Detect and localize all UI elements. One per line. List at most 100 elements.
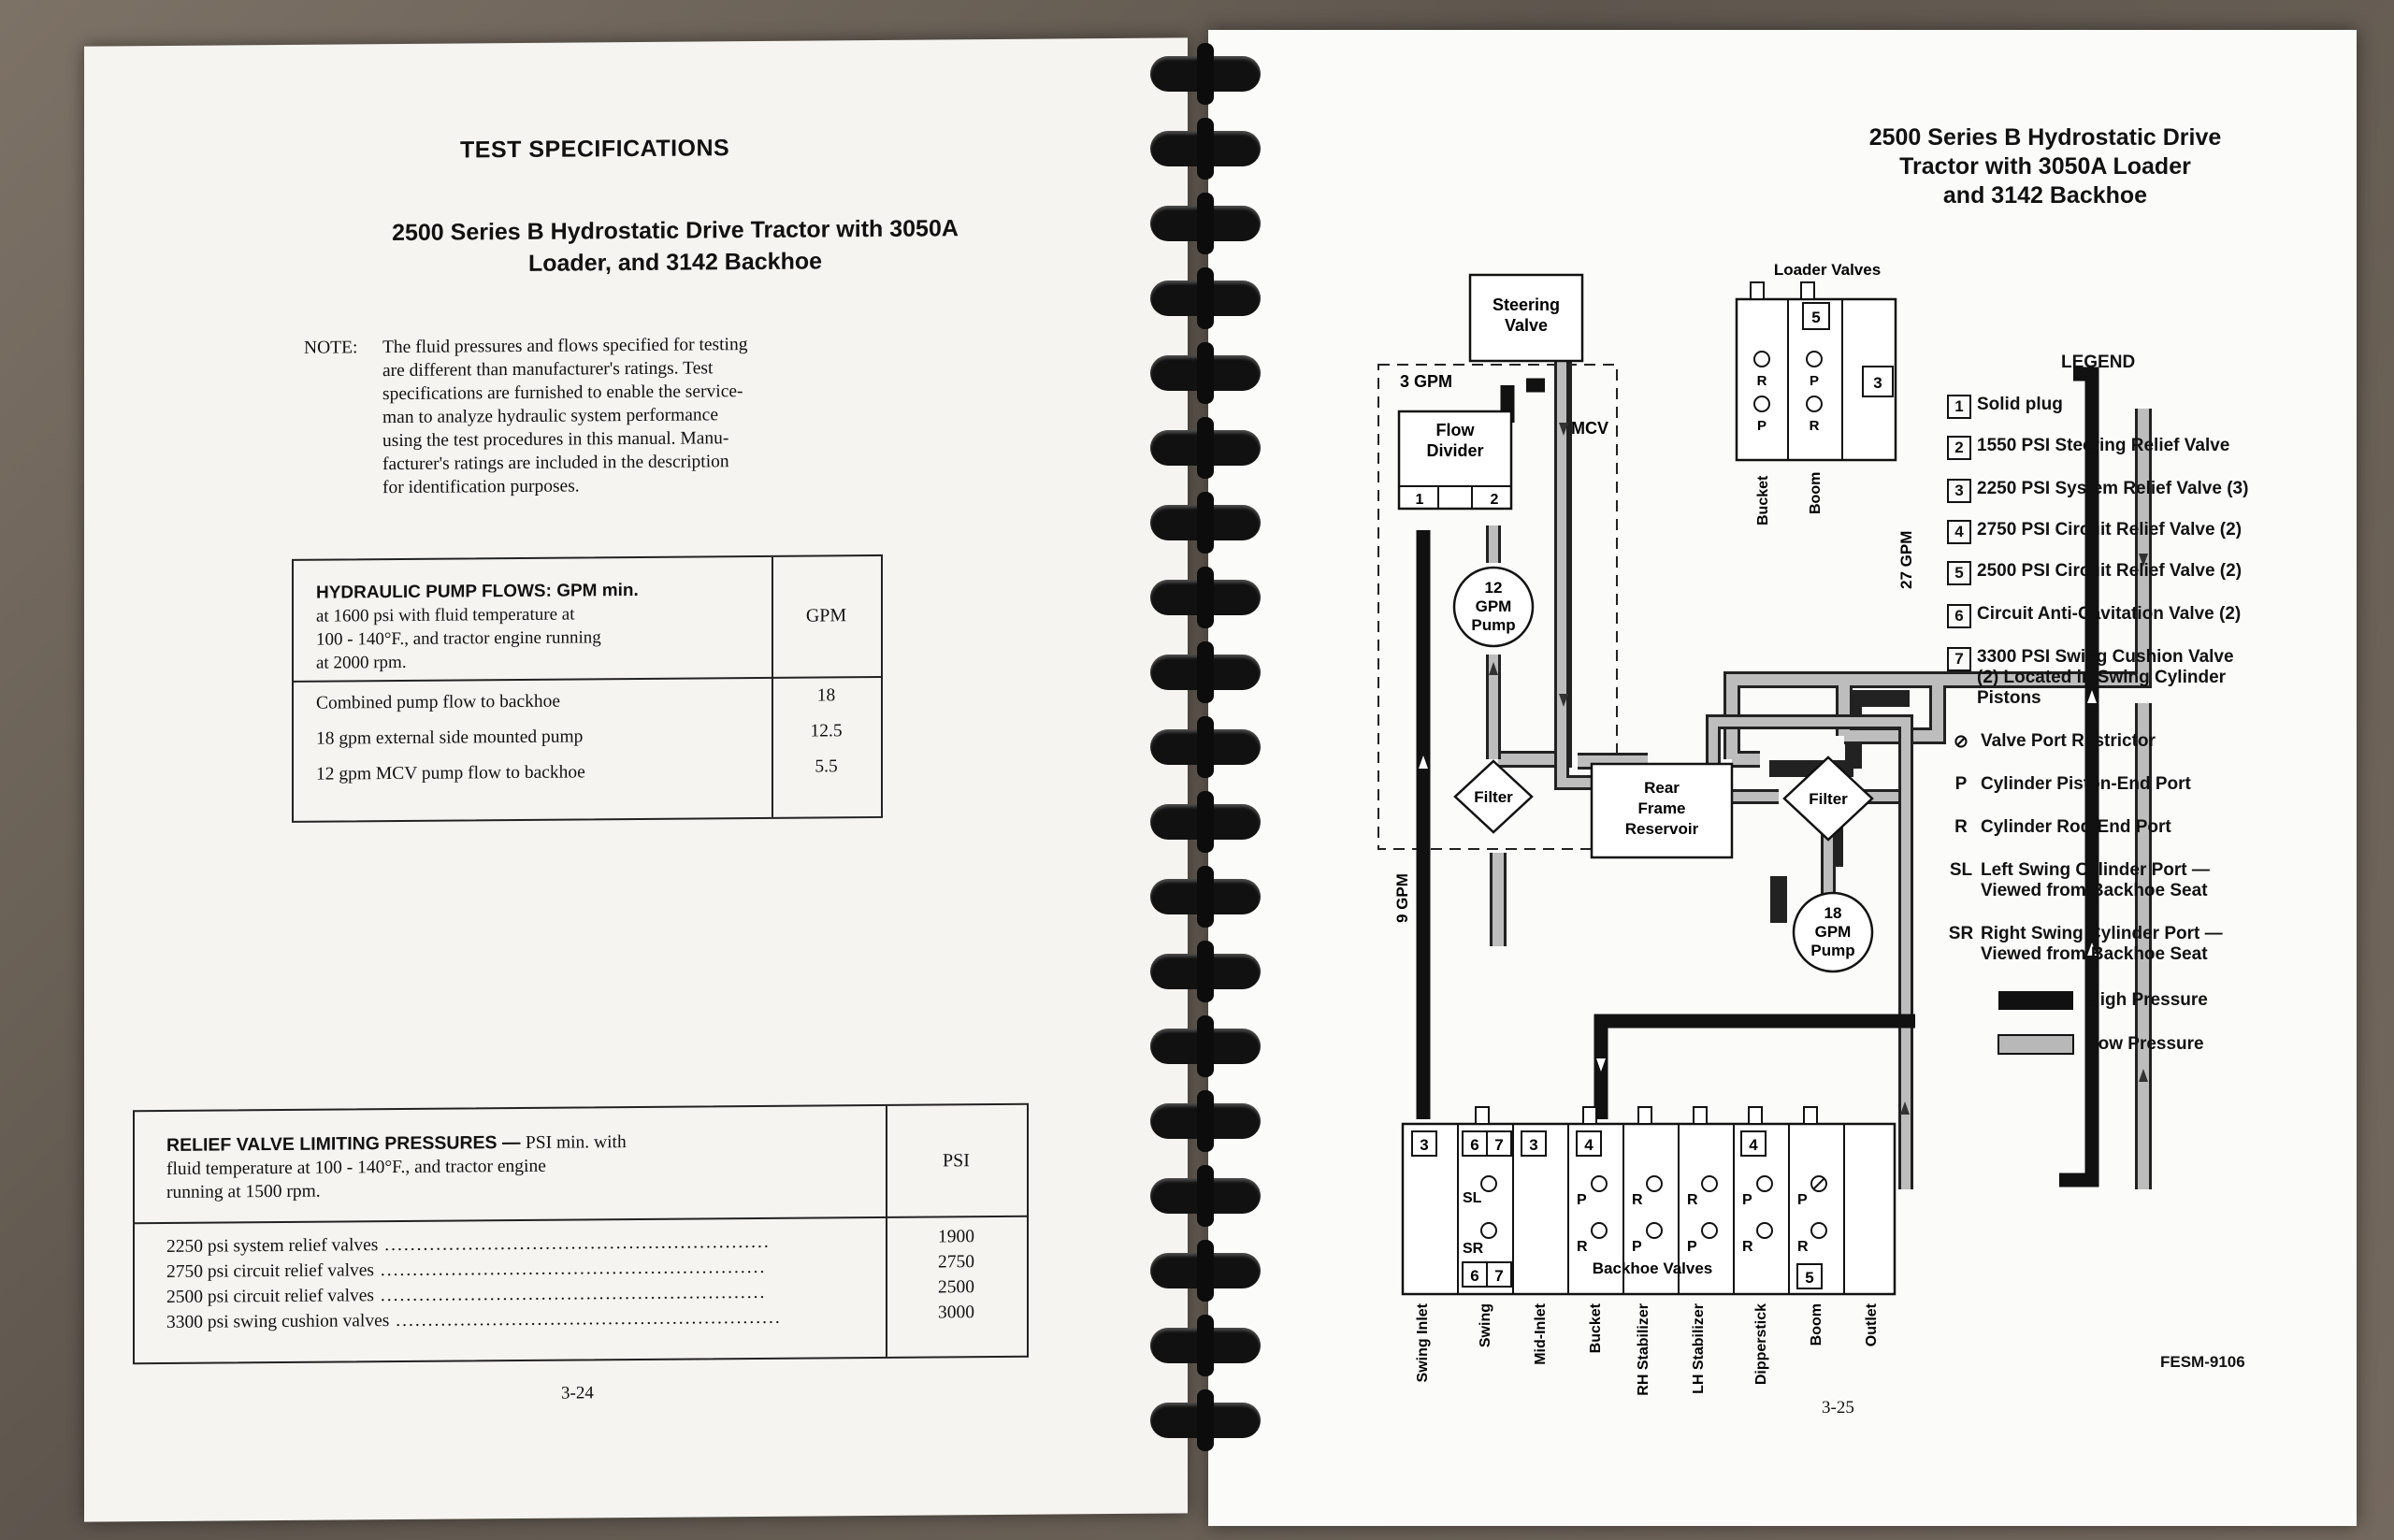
row-value: 1900 — [938, 1227, 974, 1247]
valve-cap — [1475, 1106, 1490, 1125]
section-label-line: LH Stabilizer — [1691, 1303, 1707, 1394]
valve-number: 6 — [1470, 1267, 1478, 1285]
legend-number: 2 — [1947, 436, 1971, 460]
valve-port — [1591, 1222, 1608, 1239]
legend-symbol: SL — [1949, 860, 1973, 880]
binding-coil — [1150, 1090, 1261, 1152]
leader-dots: ........................................… — [389, 1307, 782, 1331]
row-value: 18 — [816, 685, 836, 706]
binding-coil — [1150, 118, 1261, 180]
loader-boom-label: Boom — [1808, 472, 1824, 514]
port-label: P — [1797, 1192, 1808, 1208]
binding-coil — [1150, 492, 1261, 554]
doc-code: FESM-9106 — [2160, 1353, 2245, 1371]
nine-gpm-label: 9 GPM — [1393, 873, 1411, 923]
row-label: 12 gpm MCV pump flow to backhoe — [316, 762, 585, 784]
diagram-title-line-2: Tractor with 3050A Loader — [1899, 153, 2191, 180]
binding-coil — [1150, 342, 1261, 404]
legend-text: Left Swing Cylinder Port — Viewed from B… — [1981, 860, 2210, 900]
row-value: 3000 — [938, 1303, 974, 1323]
row-label-text: 2500 psi circuit relief valves — [166, 1286, 375, 1307]
section-label: Boom — [1809, 1303, 1824, 1346]
section-label: RH Stabilizer — [1636, 1303, 1651, 1396]
leader-dots: ........................................… — [378, 1231, 771, 1256]
filter-label: Filter — [1474, 788, 1513, 806]
valve-number: 3 — [1420, 1136, 1428, 1154]
port-label: R — [1797, 1239, 1809, 1255]
filter-main — [1782, 756, 1874, 842]
port-number: 2 — [1491, 492, 1499, 508]
port-label: R — [1632, 1192, 1643, 1208]
valve-port — [1646, 1222, 1663, 1239]
legend-symbol: SR — [1948, 924, 1974, 943]
hydraulic-schematic: Steering Valve 3 GPM MCV Flow Divider 1 … — [1377, 261, 2152, 1396]
mcv-label: MCV — [1571, 419, 1608, 438]
diagram-title-line-3: and 3142 Backhoe — [1942, 182, 2148, 209]
diagram-title-line-1: 2500 Series B Hydrostatic Drive — [1868, 124, 2222, 151]
port-label: P — [1577, 1192, 1587, 1208]
legend-item: SL Left Swing Cylinder Port — Viewed from… — [1947, 860, 2340, 901]
three-gpm-label: 3 GPM — [1400, 372, 1452, 391]
flow-divider — [1397, 410, 1513, 511]
legend-text: 2250 PSI System Relief Valve (3) — [1977, 479, 2249, 498]
legend-text: Cylinder Rod-End Port — [1981, 817, 2171, 837]
loader-valves-label: Loader Valves — [1774, 261, 1881, 279]
page-number: 3-24 — [561, 1383, 594, 1403]
subtitle-line-1: 2500 Series B Hydrostatic Drive Tractor … — [392, 215, 959, 247]
binding-coil — [1150, 1165, 1261, 1227]
valve-box — [1462, 1261, 1488, 1288]
valve-box — [1740, 1130, 1767, 1157]
valve-box — [1521, 1130, 1547, 1157]
valve-box — [1486, 1261, 1512, 1288]
valve-number: 3 — [1873, 374, 1882, 392]
header-line: at 2000 rpm. — [316, 652, 407, 673]
valve-port — [1480, 1222, 1497, 1239]
valve-cap — [1693, 1106, 1708, 1125]
legend-item: ⊘Valve Port Restrictor — [1947, 731, 2340, 753]
pump-12gpm — [1452, 566, 1535, 648]
high-pressure-lines — [1416, 367, 2099, 1187]
valve-port — [1756, 1222, 1773, 1239]
relief-valve-table: RELIEF VALVE LIMITING PRESSURES — PSI mi… — [133, 1102, 1029, 1365]
pump12-label: GPM — [1476, 597, 1512, 615]
port-label: P — [1632, 1239, 1642, 1255]
legend-text: Right Swing Cylinder Port — Viewed from … — [1981, 924, 2223, 964]
mcv-enclosure — [1377, 364, 1618, 850]
valve-number: 4 — [1584, 1136, 1594, 1154]
relief-table-rows: 2250 psi system relief valves ..........… — [135, 1227, 1027, 1338]
legend-text: 2500 PSI Circuit Relief Valve (2) — [1977, 561, 2243, 581]
pump12-label: 12 — [1485, 579, 1503, 597]
header-line: at 1600 psi with fluid temperature at — [316, 604, 575, 626]
relief-table-header: RELIEF VALVE LIMITING PRESSURES — PSI mi… — [166, 1129, 877, 1204]
port-label: SR — [1463, 1241, 1484, 1257]
row-value: 2500 — [938, 1277, 974, 1298]
row-value: 2750 — [938, 1252, 974, 1273]
legend-number: 4 — [1947, 520, 1971, 544]
section-label-line: Dipperstick — [1753, 1303, 1769, 1385]
row-label: 3300 psi swing cushion valves ..........… — [166, 1307, 877, 1333]
valve-number: 4 — [1749, 1136, 1758, 1154]
binding-coil — [1150, 641, 1261, 703]
pump-table-header-rest: GPM min. — [556, 580, 639, 601]
legend-text: Circuit Anti-Cavitation Valve (2) — [1977, 604, 2242, 624]
section-label-line: RH Stabilizer — [1636, 1303, 1651, 1396]
low-pressure-swatch — [1997, 1034, 2074, 1055]
pump-18gpm — [1792, 891, 1874, 973]
section-label: Dipperstick — [1753, 1303, 1769, 1385]
valve-port — [1646, 1175, 1663, 1192]
relief-table-header-lines: fluid temperature at 100 - 140°F., and t… — [166, 1152, 877, 1204]
subtitle-line-2: Loader, and 3142 Backhoe — [527, 248, 823, 277]
pump-flow-table: HYDRAULIC PUMP FLOWS: GPM min. at 1600 p… — [292, 554, 883, 823]
section-label: Mid-Inlet — [1533, 1303, 1549, 1364]
row-label-text: 3300 psi swing cushion valves — [166, 1311, 390, 1332]
binding-coil — [1150, 866, 1261, 928]
pump-table-header: HYDRAULIC PUMP FLOWS: GPM min. at 1600 p… — [316, 578, 756, 675]
valve-port — [1701, 1175, 1718, 1192]
valve-port — [1810, 1222, 1827, 1239]
valve-box — [1576, 1130, 1602, 1157]
